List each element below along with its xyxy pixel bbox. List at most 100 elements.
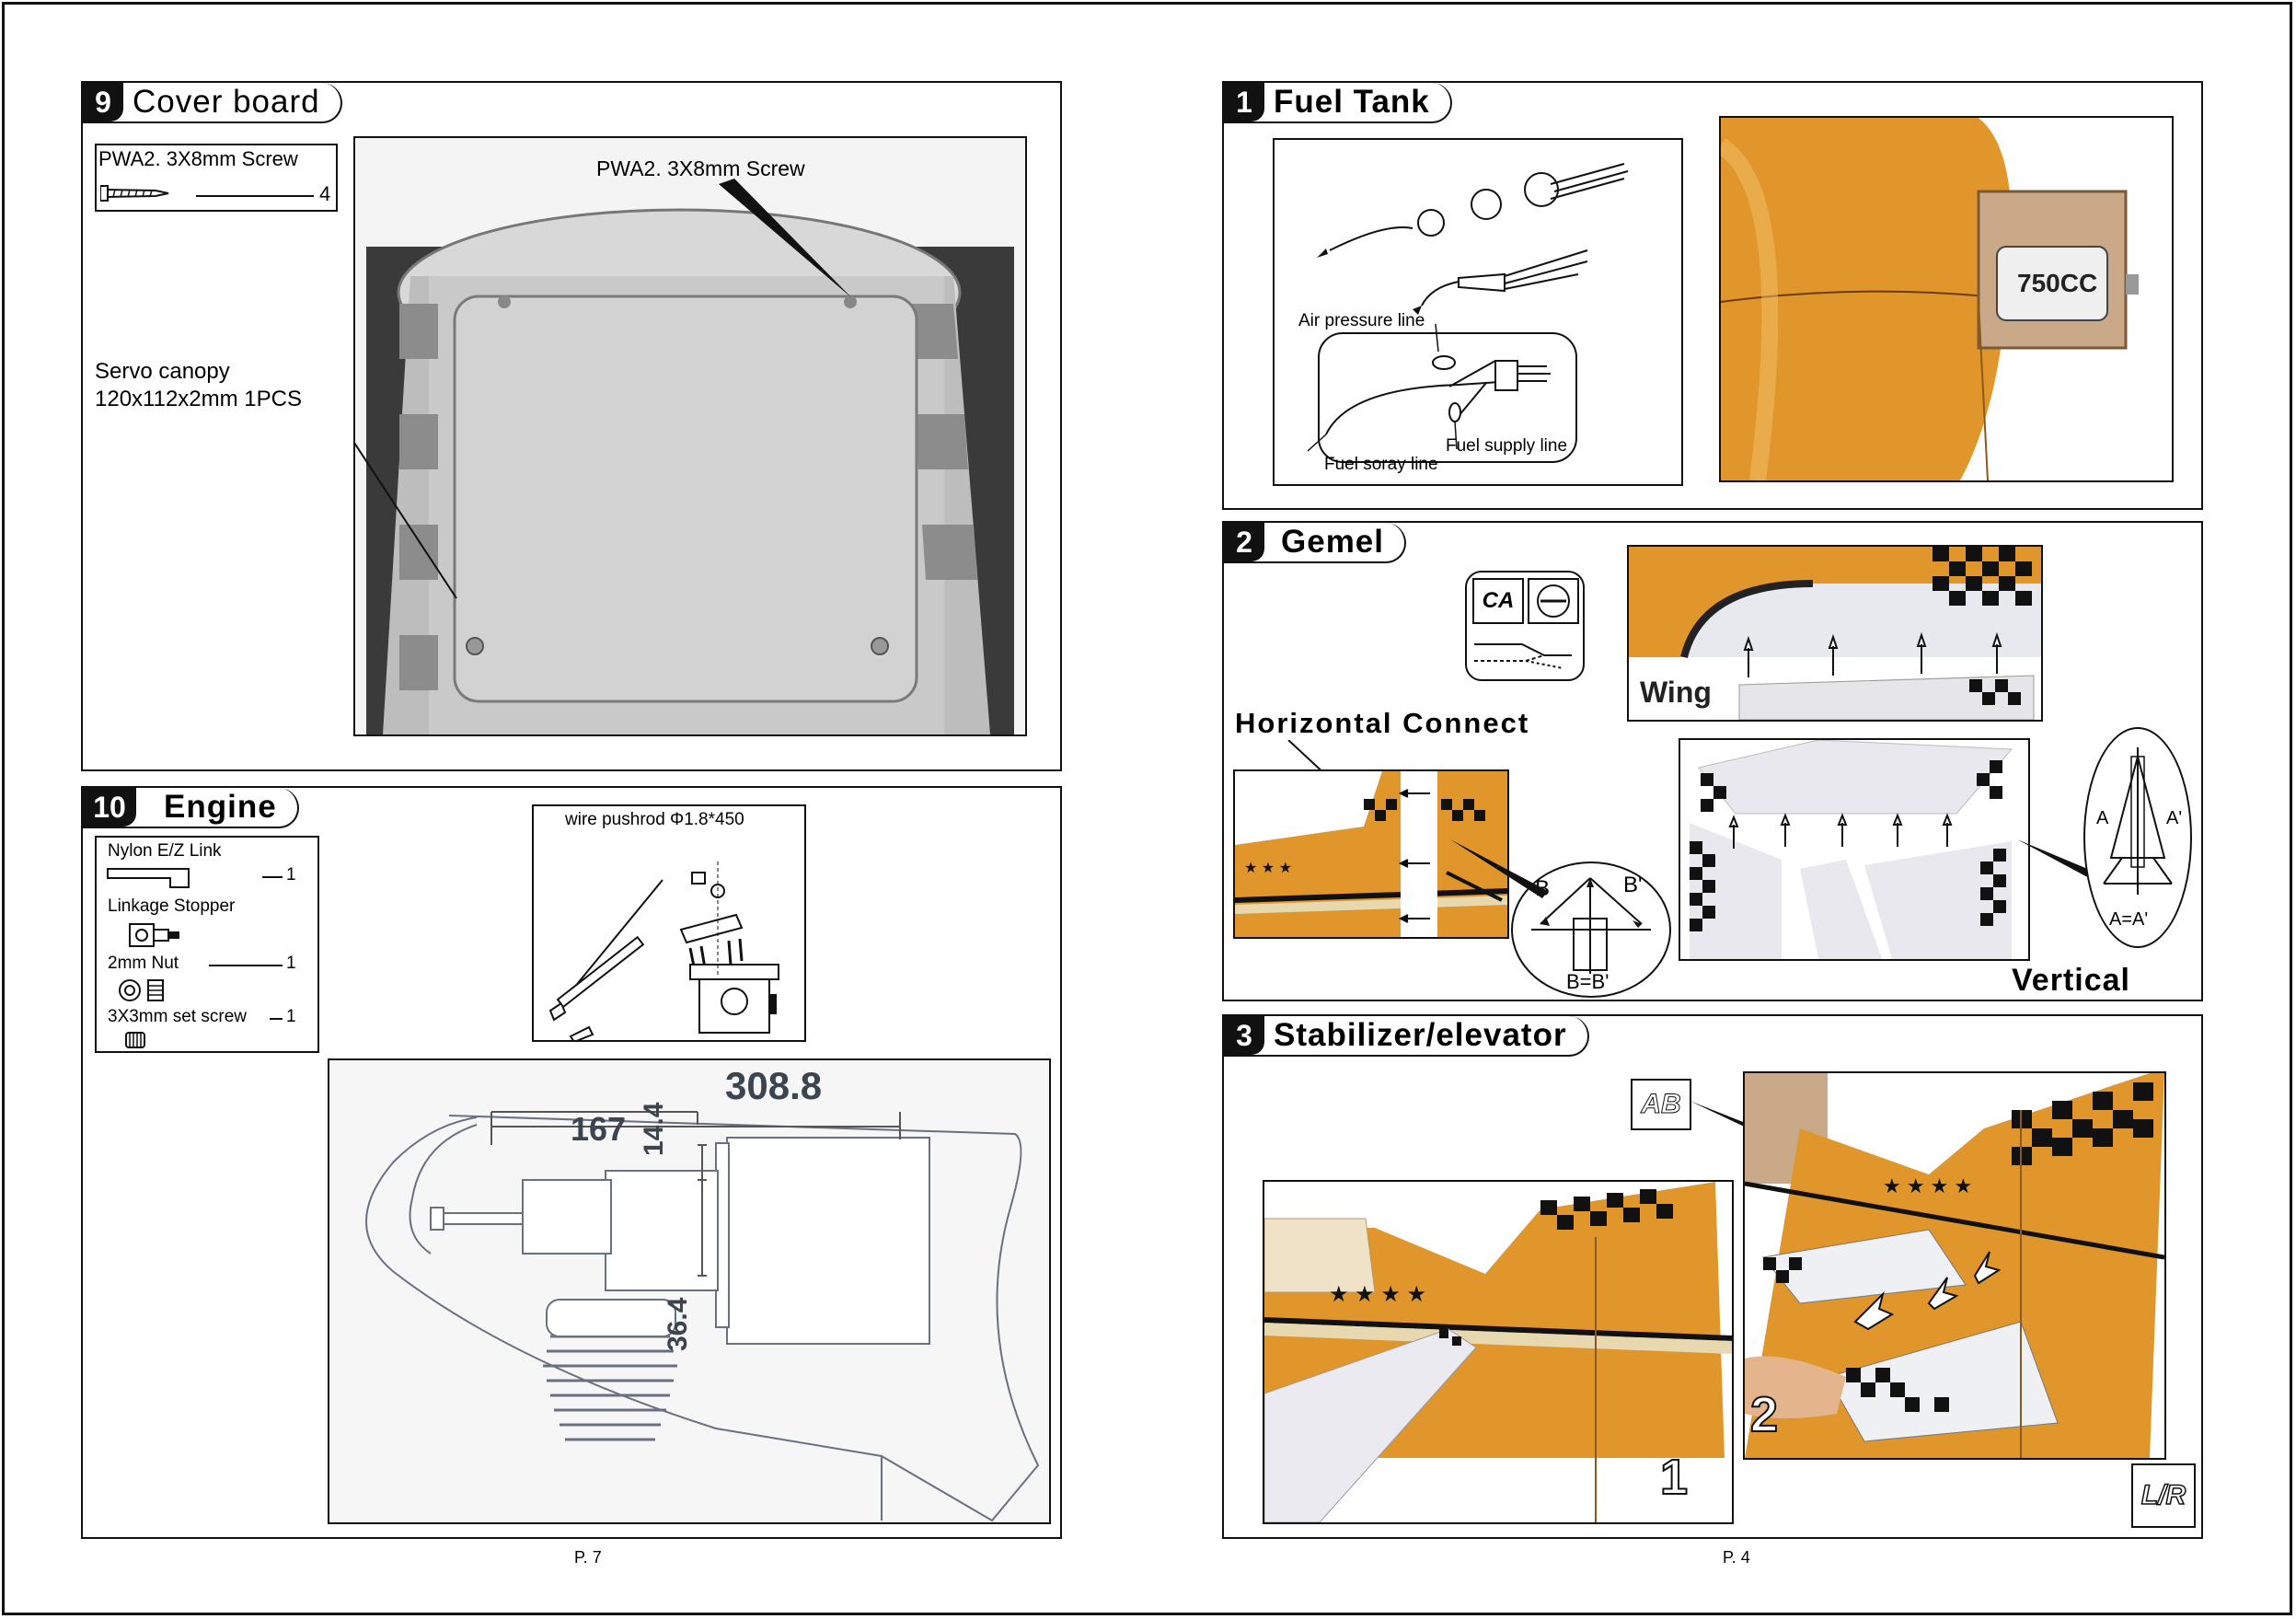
hinge-a-diagram: A A' A=A': [2083, 727, 2192, 948]
screw-icon: [100, 185, 169, 202]
section-header: 9 Cover board: [83, 83, 342, 123]
qty-leader: [270, 1018, 283, 1020]
b-equals-label: B=B': [1566, 970, 1610, 993]
parts-list: PWA2. 3X8mm Screw 4: [95, 144, 338, 212]
dimension-overall: 308.8: [725, 1064, 823, 1107]
parts-qty-set-screw: 1: [286, 1007, 296, 1026]
canopy-callout-line2: 120x112x2mm 1PCS: [95, 387, 302, 411]
dimension-v1: 14.4: [639, 1102, 669, 1156]
section-engine: 10 Engine Nylon E/Z Link 1 Linkage Stopp…: [81, 786, 1062, 1539]
ab-label: AB: [1641, 1089, 1681, 1120]
svg-text:★ ★ ★ ★: ★ ★ ★ ★: [1329, 1282, 1426, 1307]
fuel-supply-line-label: Fuel supply line: [1446, 436, 1568, 456]
section-number: 10: [83, 788, 136, 827]
section-title: Gemel: [1281, 524, 1384, 560]
stabilizer-step2-photo: ★ ★ ★ ★ 2: [1743, 1071, 2166, 1460]
parts-name-nut: 2mm Nut: [108, 954, 179, 973]
fuel-line-diagram: Air pressure line Fuel supply line Fuel …: [1273, 138, 1683, 486]
ca-glue-icon-box: CA: [1465, 571, 1585, 681]
section-number: 3: [1224, 1016, 1264, 1055]
section-gemel: 2 Gemel CA: [1222, 521, 2203, 1001]
section-number: 2: [1224, 523, 1264, 561]
cover-board-photo: PWA2. 3X8mm Screw: [353, 136, 1027, 736]
b-pointer: [1450, 839, 1548, 898]
parts-name-set-screw: 3X3mm set screw: [108, 1007, 247, 1026]
lr-label: L/R: [2140, 1479, 2186, 1511]
left-right-icon: L/R: [2131, 1463, 2196, 1528]
engine-mount-drawing: 308.8 167 14.4 36.4: [328, 1058, 1051, 1524]
a-prime-label: A': [2166, 808, 2183, 828]
ab-glue-icon: AB: [1631, 1079, 1691, 1130]
stabilizer-step1-drawing: ★ ★ ★ ★: [1264, 1182, 1732, 1522]
fuel-tank-fittings-drawing: [1307, 163, 1629, 463]
horizontal-connect-label: Horizontal Connect: [1235, 707, 1530, 739]
screw-pointer: [355, 179, 852, 599]
ez-link-icon: [107, 868, 190, 888]
vertical-fin-photo: [1679, 738, 2030, 961]
section-number: 9: [83, 83, 123, 121]
fuel-soray-line-label: Fuel soray line: [1324, 455, 1438, 474]
wing-hinge-photo: Wing: [1627, 545, 2043, 722]
parts-name-ez-link: Nylon E/Z Link: [108, 841, 222, 861]
horizontal-stab-photo: ★ ★ ★: [1233, 769, 1509, 939]
section-title: Fuel Tank: [1274, 84, 1430, 120]
svg-text:★ ★ ★: ★ ★ ★: [1244, 861, 1292, 876]
step1-label: 1: [1659, 1449, 1689, 1506]
section-header: 10 Engine: [83, 788, 299, 828]
screw-callout: PWA2. 3X8mm Screw: [596, 156, 805, 180]
stabilizer-step2-drawing: ★ ★ ★ ★: [1745, 1073, 2164, 1458]
air-pressure-line-label: Air pressure line: [1298, 311, 1425, 330]
section-header: 2 Gemel: [1224, 523, 1406, 563]
section-cover-board: 9 Cover board PWA2. 3X8mm Screw 4 PWA2. …: [81, 81, 1062, 771]
hinge-insert-icon: [1474, 643, 1572, 669]
screw-head-icon: [1528, 578, 1579, 624]
qty-leader: [262, 876, 283, 878]
canopy-callout-line1: Servo canopy: [95, 359, 234, 385]
qty-leader: [209, 965, 283, 966]
b-angle-drawing: [1531, 877, 1651, 974]
fuselage-tank-photo-drawing: [1721, 118, 2139, 480]
stabilizer-step1-photo: ★ ★ ★ ★ 1: [1263, 1180, 1734, 1524]
parts-list: Nylon E/Z Link 1 Linkage Stopper 2mm Nut…: [95, 836, 319, 1053]
pushrod-label: wire pushrod Φ1.8*450: [565, 810, 744, 829]
parts-qty-nut: 1: [286, 954, 296, 973]
section-title: Cover board: [133, 84, 320, 120]
canopy-photo-drawing: [366, 208, 1014, 734]
servo-pushrod-drawing: [548, 862, 779, 1040]
nut-icon: [119, 979, 164, 1001]
set-screw-icon: [125, 1032, 145, 1048]
dimension-first: 167: [571, 1110, 627, 1148]
a-equals-label: A=A': [2109, 909, 2149, 930]
b-prime-label: B': [1623, 873, 1643, 897]
pushrod-diagram: wire pushrod Φ1.8*450: [532, 804, 806, 1042]
section-header: 3 Stabilizer/elevator: [1224, 1016, 1589, 1057]
section-title: Stabilizer/elevator: [1274, 1017, 1567, 1053]
qty-leader: [196, 195, 314, 197]
dimension-v2: 36.4: [663, 1297, 693, 1351]
parts-qty: 4: [319, 182, 331, 205]
vertical-label: Vertical: [2012, 963, 2130, 998]
parts-name: PWA2. 3X8mm Screw: [98, 147, 298, 170]
page-number-right: P. 4: [1723, 1548, 1750, 1567]
section-header: 1 Fuel Tank: [1224, 83, 1452, 123]
wing-hinge-drawing: [1629, 547, 2041, 720]
page-number-left: P. 7: [574, 1548, 602, 1567]
horizontal-stab-drawing: ★ ★ ★: [1235, 771, 1507, 937]
parts-qty-ez-link: 1: [286, 865, 296, 885]
wing-label: Wing: [1640, 676, 1712, 709]
section-stabilizer-elevator: 3 Stabilizer/elevator AB ★ ★ ★ ★ 1: [1222, 1014, 2203, 1539]
section-title: Engine: [164, 789, 277, 825]
engine-cowl-drawing: [365, 1111, 1040, 1522]
a-label: A: [2096, 808, 2109, 828]
ca-glue-icon: CA: [1472, 578, 1524, 624]
vertical-fin-drawing: [1690, 740, 2013, 959]
section-number: 1: [1224, 83, 1264, 121]
svg-text:★ ★ ★ ★: ★ ★ ★ ★: [1883, 1174, 1972, 1197]
hinge-b-diagram: B B' B=B': [1511, 862, 1671, 998]
a-pointer: [2017, 839, 2096, 880]
ca-label: CA: [1482, 588, 1515, 613]
step2-label: 2: [1749, 1386, 1779, 1443]
tank-capacity-label: 750CC: [2017, 269, 2098, 297]
a-angle-drawing: [2103, 747, 2173, 895]
